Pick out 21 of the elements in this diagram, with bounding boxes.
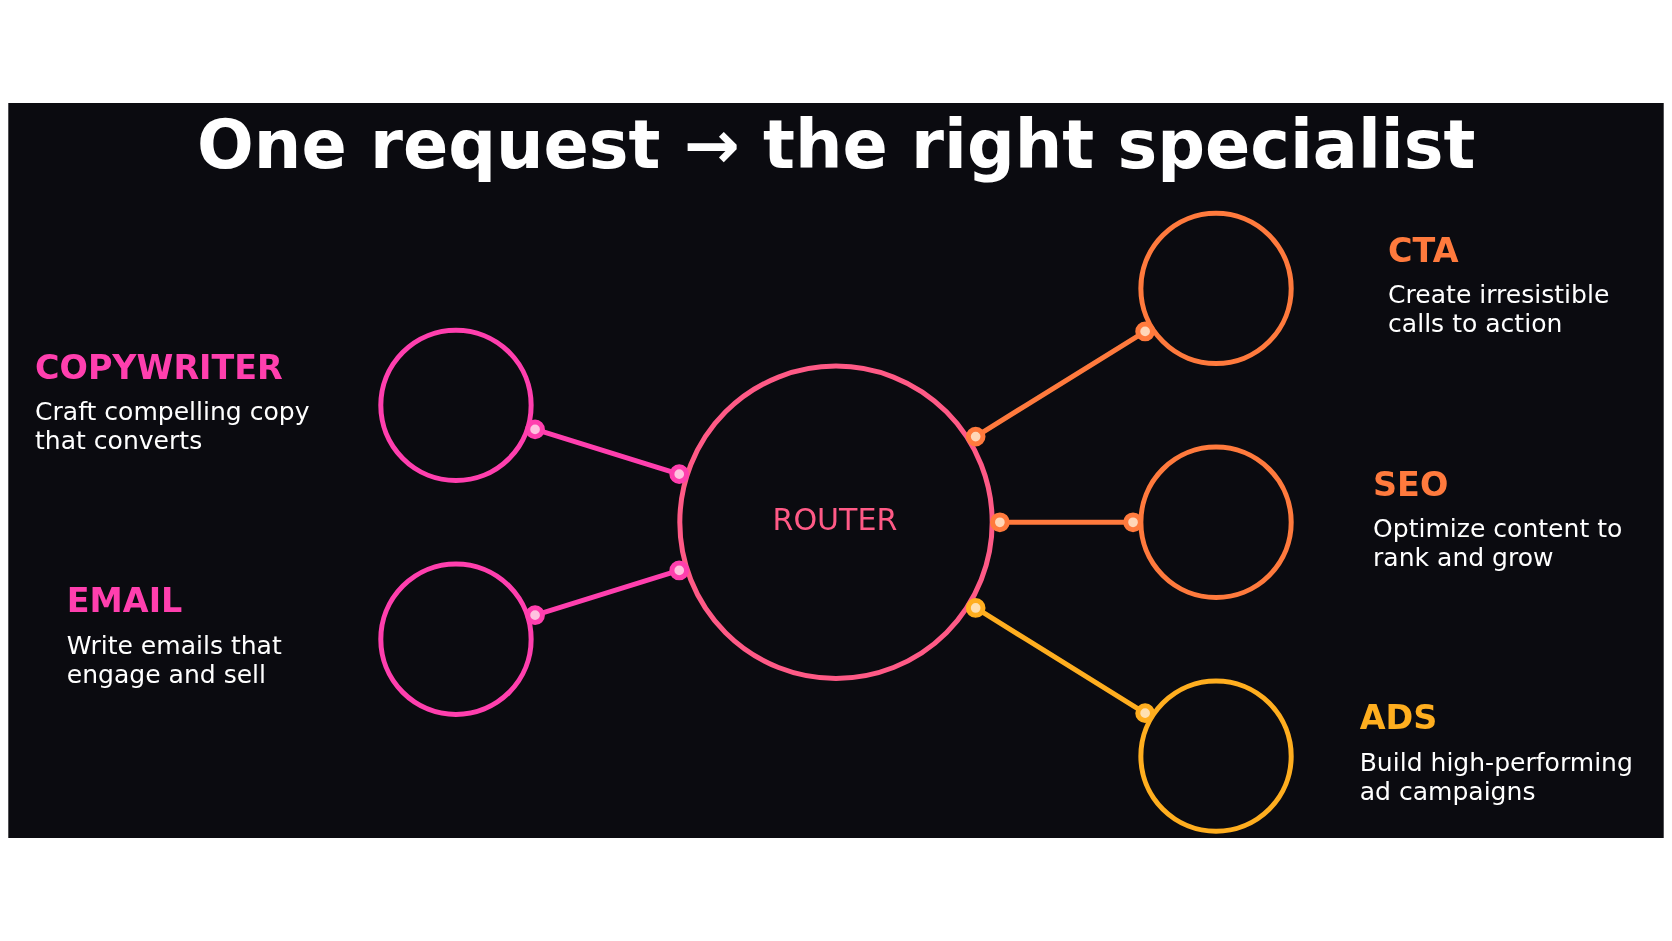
diagram-title: One request → the right specialist: [197, 106, 1476, 185]
node-label: COPYWRITER: [35, 347, 283, 387]
node-label: CTA: [1388, 230, 1459, 270]
node-circle: [1138, 444, 1294, 600]
node-circle: ROUTER: [677, 363, 995, 681]
node-label: Write emails that engage and sell: [66, 631, 282, 689]
node-circle: [1138, 678, 1294, 834]
connector: [525, 419, 690, 484]
node-label: ADS: [1359, 698, 1438, 738]
node-label: Craft compelling copy that converts: [35, 397, 310, 455]
connector: [965, 321, 1155, 447]
node-label: EMAIL: [66, 581, 183, 621]
connector: [965, 598, 1155, 723]
node-circle: [378, 327, 534, 484]
node-label: Build high-performing ad campaigns: [1359, 748, 1633, 806]
connector: [525, 560, 690, 626]
node-circle: [1138, 210, 1294, 367]
node-label: Optimize content to rank and grow: [1373, 514, 1623, 572]
node-label: SEO: [1373, 464, 1449, 504]
node-circle: [378, 561, 534, 717]
node-label: Create irresistible calls to action: [1388, 280, 1610, 338]
